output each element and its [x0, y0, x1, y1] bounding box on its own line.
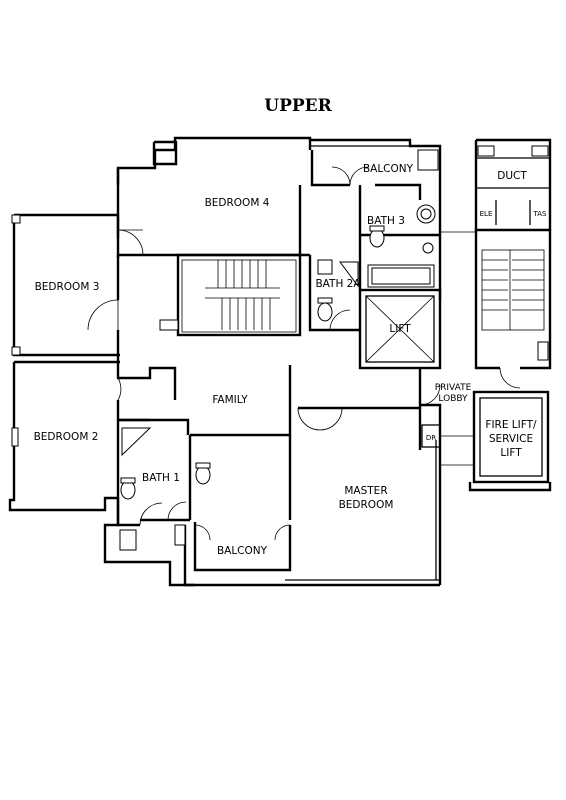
label-balcony-top: BALCONY [363, 163, 414, 175]
service-core [440, 138, 552, 492]
label-bedroom3: BEDROOM 3 [35, 281, 100, 293]
label-duct: DUCT [497, 170, 527, 182]
label-service: SERVICE [489, 433, 533, 445]
label-bedroom2: BEDROOM 2 [34, 431, 99, 443]
label-tas: TAS [533, 210, 548, 218]
label-lift: LIFT [389, 323, 411, 335]
main-stairs [159, 259, 297, 333]
label-family: FAMILY [212, 394, 248, 406]
outer-walls [8, 136, 442, 587]
label-master-bedroom: BEDROOM [339, 499, 394, 511]
label-lobby: LOBBY [438, 394, 468, 404]
plan-title: UPPER [264, 96, 332, 116]
label-balcony-bottom: BALCONY [217, 545, 268, 557]
doors [87, 166, 521, 541]
label-dr: DR [426, 434, 436, 442]
label-bath3: BATH 3 [367, 215, 405, 227]
label-master: MASTER [344, 485, 387, 497]
label-bath2a: BATH 2A [315, 278, 361, 290]
label-private: PRIVATE [435, 383, 472, 393]
label-bedroom4: BEDROOM 4 [205, 197, 270, 209]
label-fire-lift: FIRE LIFT/ [485, 419, 537, 431]
room-labels: BALCONY DUCT ELE TAS BEDROOM 4 BATH 3 BE… [34, 163, 547, 557]
label-service-lift: LIFT [500, 447, 522, 459]
label-ele: ELE [480, 210, 493, 218]
fixtures [119, 204, 436, 551]
label-bath1: BATH 1 [142, 472, 180, 484]
